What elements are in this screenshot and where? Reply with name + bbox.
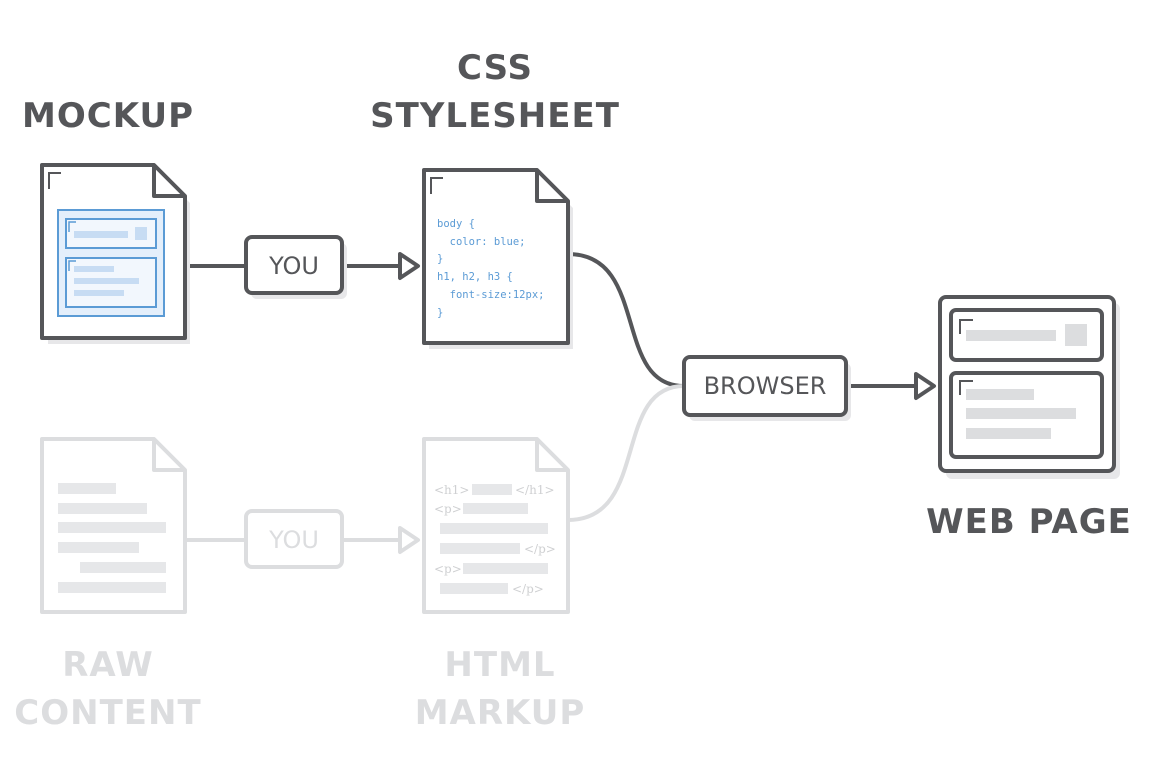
mockup-document-icon xyxy=(40,163,190,344)
web-page-icon xyxy=(938,295,1120,479)
html-tag-p2-close: </p> xyxy=(512,582,544,596)
css-code-line: font-size:12px; xyxy=(437,289,544,301)
html-markup-node: <h1> </h1> <p> </p> <p> </p> HTML MARKUP xyxy=(415,437,586,733)
web-page-node: WEB PAGE xyxy=(926,295,1132,542)
html-tag-h1-close: </h1> xyxy=(515,483,555,497)
html-tag-p2-open: <p> xyxy=(434,562,462,576)
mockup-node: MOCKUP xyxy=(22,96,194,344)
css-code-line: } xyxy=(437,253,443,265)
connector-css-to-browser xyxy=(567,252,685,388)
connector-html-to-browser xyxy=(567,384,685,522)
html-document-icon: <h1> </h1> <p> </p> <p> </p> xyxy=(422,437,570,614)
html-title-line1: HTML xyxy=(444,645,555,685)
raw-title-line2: CONTENT xyxy=(14,693,201,733)
arrowhead-to-css xyxy=(398,252,420,280)
mockup-title: MOCKUP xyxy=(22,96,194,136)
css-code-line: body { xyxy=(437,218,475,230)
you-bottom-node: YOU xyxy=(244,509,344,569)
raw-document-icon xyxy=(40,437,187,614)
html-tag-h1-open: <h1> xyxy=(434,483,469,497)
you-bottom-label: YOU xyxy=(268,526,319,554)
web-page-title: WEB PAGE xyxy=(926,502,1132,542)
browser-node: BROWSER xyxy=(682,355,851,421)
you-top-node: YOU xyxy=(244,235,347,299)
css-document-icon xyxy=(422,168,573,349)
browser-label: BROWSER xyxy=(704,372,827,400)
arrowhead-to-webpage xyxy=(914,372,936,400)
arrowhead-to-html xyxy=(398,526,420,554)
html-tag-p1-open: <p> xyxy=(434,502,462,516)
html-title-line2: MARKUP xyxy=(415,693,586,733)
raw-content-node: RAW CONTENT xyxy=(14,437,201,733)
css-title-line1: CSS xyxy=(457,48,533,88)
css-stylesheet-node: CSS STYLESHEET body { color: blue; } h1,… xyxy=(370,48,620,349)
connectors xyxy=(186,252,936,554)
html-tag-p1-close: </p> xyxy=(524,542,556,556)
css-code-line: color: blue; xyxy=(437,236,526,248)
css-code-line: } xyxy=(437,307,443,319)
raw-title-line1: RAW xyxy=(62,645,153,685)
css-code-block: body { color: blue; } h1, h2, h3 { font-… xyxy=(437,218,544,319)
you-top-label: YOU xyxy=(268,252,319,280)
css-title-line2: STYLESHEET xyxy=(370,96,620,136)
css-code-line: h1, h2, h3 { xyxy=(437,271,513,283)
